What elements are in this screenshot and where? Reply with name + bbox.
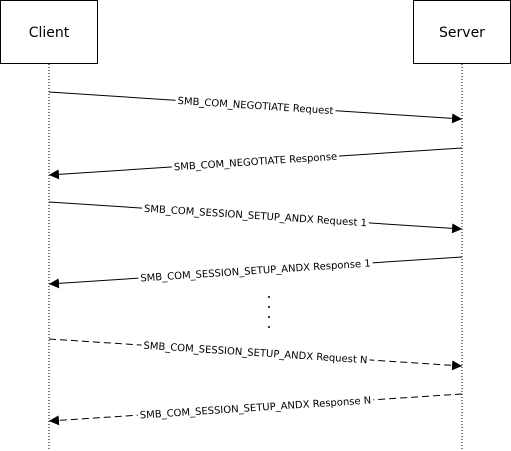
message-label: SMB_COM_SESSION_SETUP_ANDX Request N: [143, 341, 368, 367]
message-label: SMB_COM_NEGOTIATE Response: [174, 152, 338, 174]
message-label-background: [171, 151, 340, 174]
message-3: SMB_COM_SESSION_SETUP_ANDX Request 1: [48, 201, 463, 234]
actor-client: Client: [0, 0, 98, 64]
ellipsis-dot: [268, 306, 270, 308]
message-label-background: [175, 95, 336, 118]
message-label: SMB_COM_SESSION_SETUP_ANDX Response 1: [140, 258, 371, 284]
actor-server: Server: [413, 0, 511, 64]
message-6: SMB_COM_SESSION_SETUP_ANDX Response N: [48, 393, 463, 426]
messages: SMB_COM_NEGOTIATE RequestSMB_COM_NEGOTIA…: [48, 91, 463, 426]
actor-server-box: [413, 0, 511, 64]
message-arrow: [48, 338, 463, 371]
message-label: SMB_COM_NEGOTIATE Request: [177, 96, 334, 117]
message-1: SMB_COM_NEGOTIATE Request: [48, 91, 463, 124]
ellipsis-dot: [268, 296, 270, 298]
message-label: SMB_COM_SESSION_SETUP_ANDX Request 1: [144, 204, 368, 230]
actor-server-label: Server: [439, 25, 485, 41]
message-arrow: [48, 393, 463, 426]
message-label-background: [137, 395, 374, 422]
message-label-background: [141, 203, 370, 230]
message-5: SMB_COM_SESSION_SETUP_ANDX Request N: [48, 338, 463, 371]
message-label: SMB_COM_SESSION_SETUP_ANDX Response N: [140, 395, 372, 421]
ellipsis-dot: [268, 326, 270, 328]
message-label-background: [141, 340, 370, 367]
actor-client-label: Client: [29, 25, 70, 41]
message-2: SMB_COM_NEGOTIATE Response: [48, 147, 463, 180]
message-4: SMB_COM_SESSION_SETUP_ANDX Response 1: [48, 256, 463, 289]
actor-client-box: [0, 0, 98, 64]
ellipsis-dot: [268, 316, 270, 318]
continuation-ellipsis: [268, 296, 270, 328]
message-label-background: [138, 258, 374, 285]
